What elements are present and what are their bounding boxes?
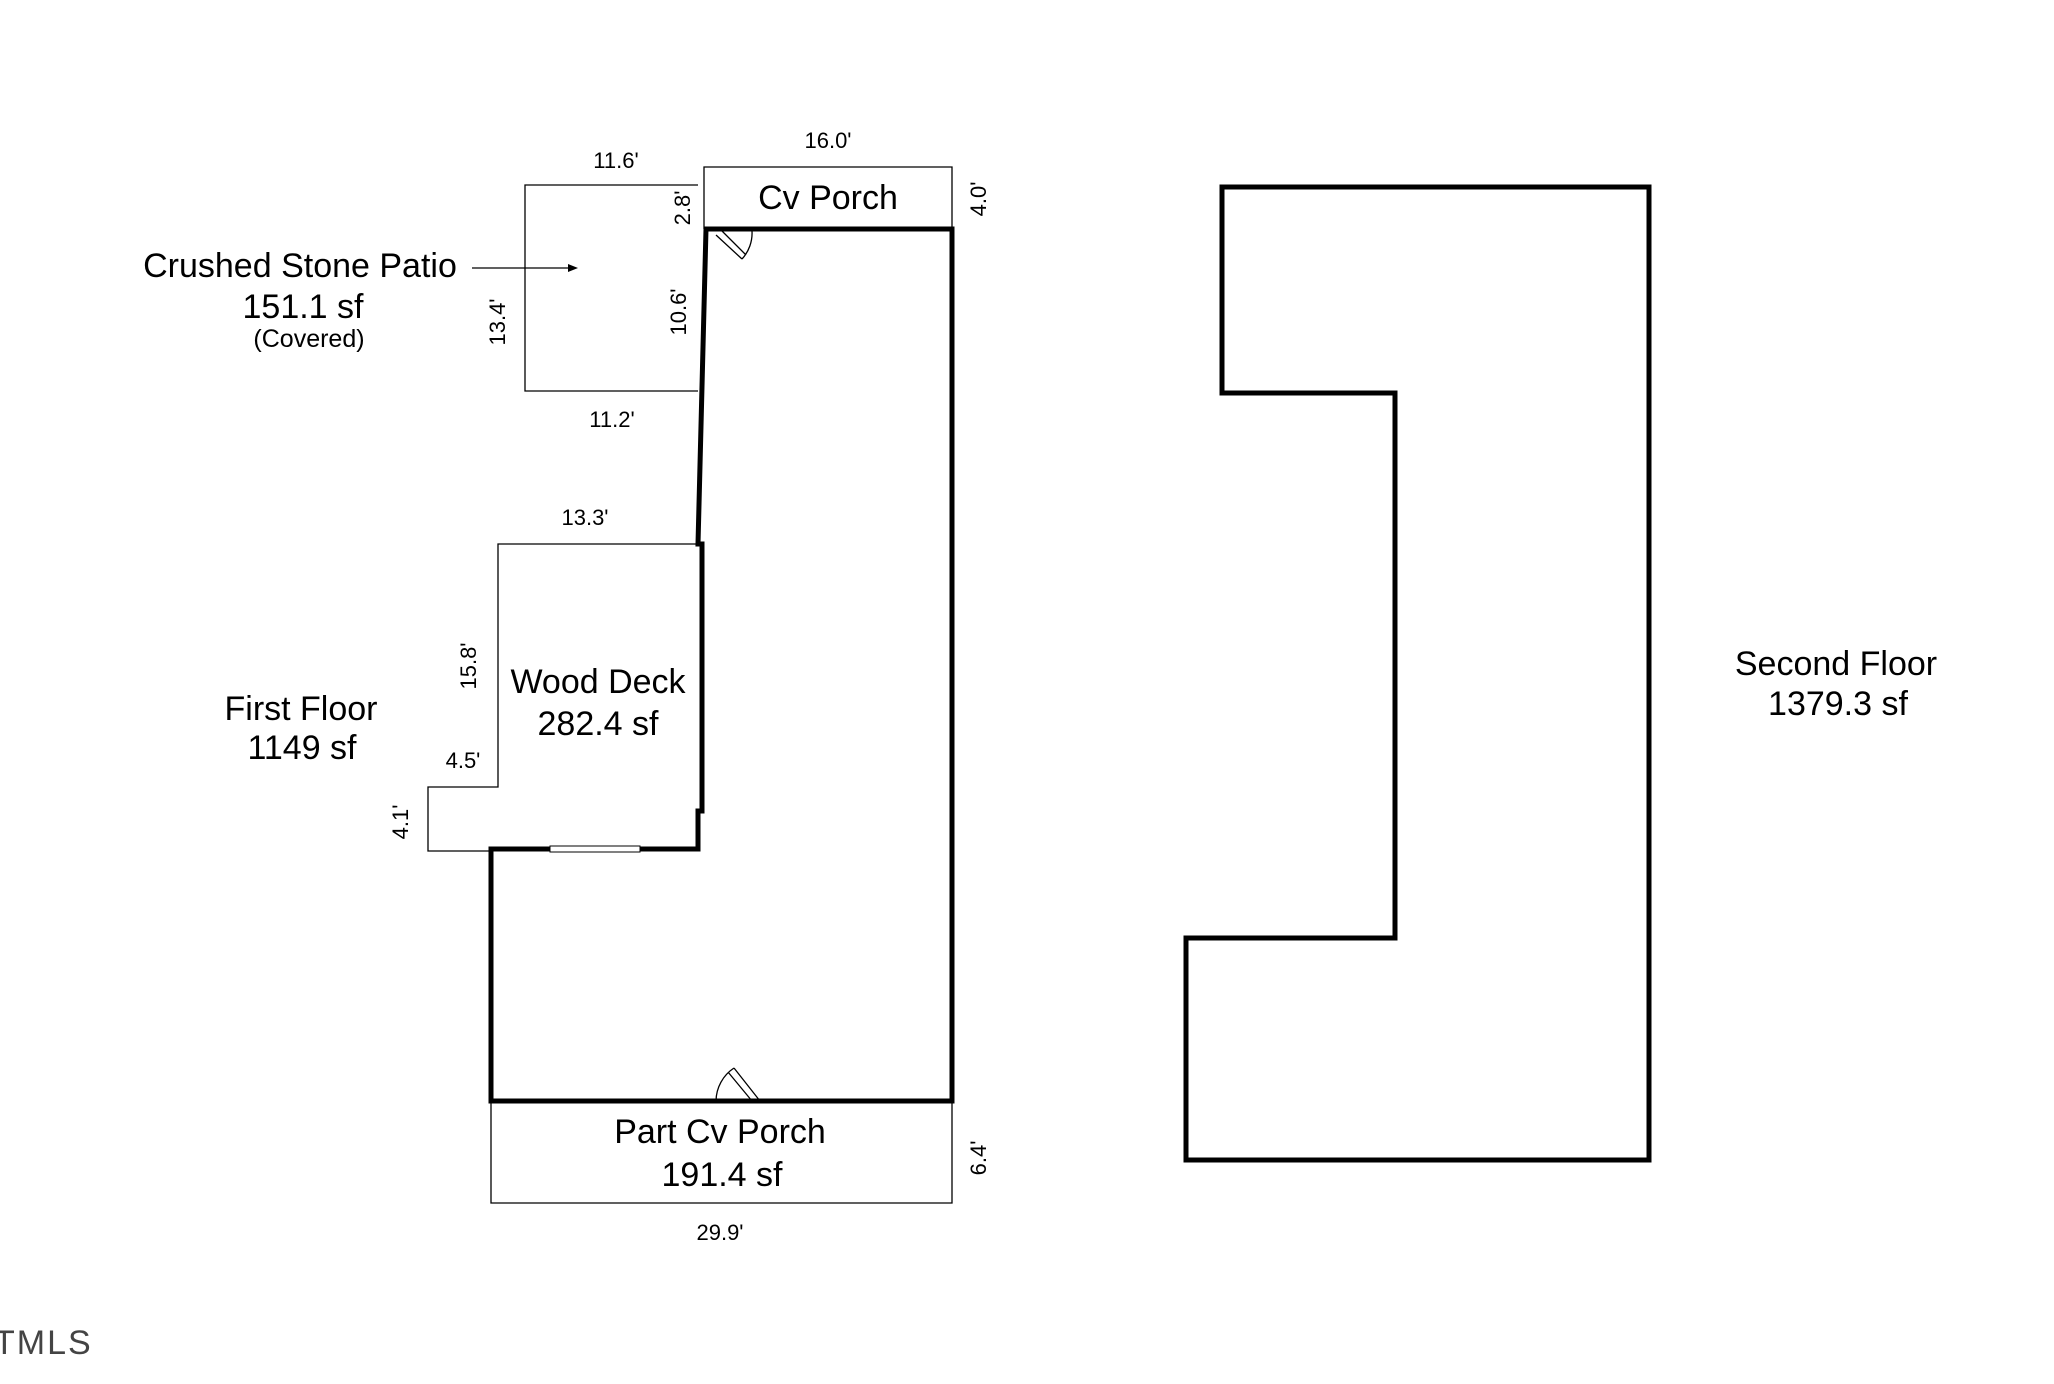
second-floor-label: Second Floor (1735, 645, 1937, 683)
cv-porch-dim-top: 16.0' (804, 128, 851, 153)
first-floor-outline (488, 226, 955, 1104)
patio-dim-right-lower: 10.6' (666, 288, 691, 335)
cv-porch-dim-right: 4.0' (966, 182, 991, 217)
part-cv-porch-dim-bottom: 29.9' (696, 1220, 743, 1245)
patio-note: (Covered) (253, 325, 364, 353)
part-cv-porch-outline (490, 1101, 953, 1204)
patio-dim-left: 13.4' (485, 298, 510, 345)
deck-area: 282.4 sf (538, 705, 660, 743)
first-floor-area: 1149 sf (247, 729, 357, 767)
deck-dim-left: 15.8' (456, 642, 481, 689)
part-cv-porch-dim-right: 6.4' (966, 1141, 991, 1176)
wood-deck-outline (427, 543, 698, 852)
bottom-door-swing (715, 1067, 761, 1102)
patio-dim-right-upper: 2.8' (670, 191, 695, 226)
patio-area: 151.1 sf (243, 288, 365, 326)
second-floor-area: 1379.3 sf (1768, 685, 1908, 723)
deck-dim-step-side: 4.1' (388, 805, 413, 840)
patio-pointer-arrowhead (568, 264, 578, 272)
part-cv-porch-name: Part Cv Porch (614, 1113, 826, 1151)
patio-name: Crushed Stone Patio (143, 247, 457, 285)
top-door-swing (715, 230, 753, 260)
deck-dim-top: 13.3' (561, 505, 608, 530)
tmls-logo: TMLS (0, 1324, 93, 1362)
first-floor-label: First Floor (225, 690, 378, 728)
cv-porch-outline (703, 166, 953, 229)
deck-dim-step-top: 4.5' (446, 748, 481, 773)
part-cv-porch-area: 191.4 sf (662, 1156, 784, 1194)
patio-dim-bottom: 11.2' (589, 407, 634, 432)
cv-porch-name: Cv Porch (758, 179, 898, 217)
deck-sliding-door (549, 845, 641, 853)
second-floor-outline (1183, 184, 1652, 1163)
patio-dim-top: 11.6' (593, 148, 638, 173)
patio-outline (524, 184, 698, 392)
deck-name: Wood Deck (510, 663, 686, 701)
